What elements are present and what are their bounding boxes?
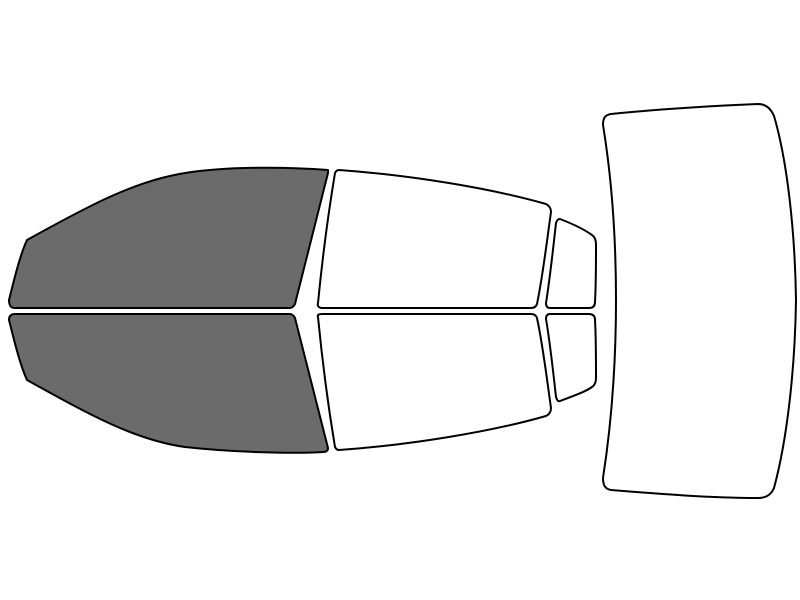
front-passenger-window[interactable] <box>8 313 329 454</box>
rear-windshield[interactable] <box>602 103 797 499</box>
front-driver-window[interactable] <box>8 166 329 309</box>
rear-quarter-driver-window[interactable] <box>545 218 597 309</box>
rear-quarter-passenger-window[interactable] <box>545 313 597 403</box>
rear-driver-window[interactable] <box>316 169 552 309</box>
rear-passenger-window[interactable] <box>316 313 552 451</box>
